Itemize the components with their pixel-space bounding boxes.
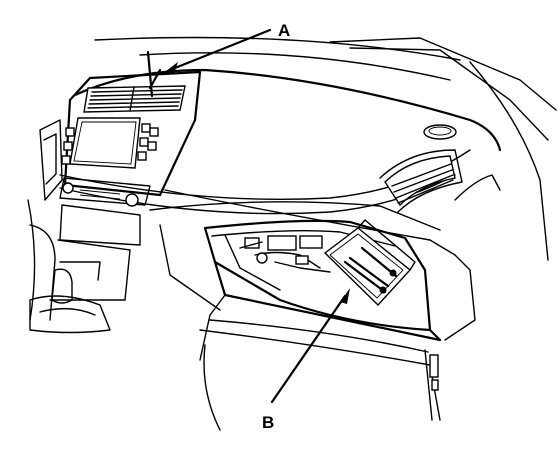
side-air-vent (379, 149, 463, 213)
lower-console (49, 204, 141, 301)
defroster-vent (423, 124, 457, 140)
screen-buttons (61, 123, 159, 165)
center-stack (49, 70, 202, 301)
navigation-screen (69, 117, 141, 169)
dash-lower-right (159, 174, 501, 341)
component-b-module (323, 219, 416, 307)
windshield-edge (94, 36, 557, 261)
gear-shifter (29, 268, 111, 334)
climate-controls (59, 177, 151, 207)
center-air-vent (83, 85, 186, 113)
leader-b (270, 288, 350, 404)
callout-label-b: B (262, 413, 274, 432)
glove-box-opening (203, 219, 432, 332)
leader-a (146, 28, 272, 98)
glove-box-door (199, 260, 442, 431)
left-door-trim (27, 119, 63, 321)
callout-label-a: A (278, 21, 290, 40)
